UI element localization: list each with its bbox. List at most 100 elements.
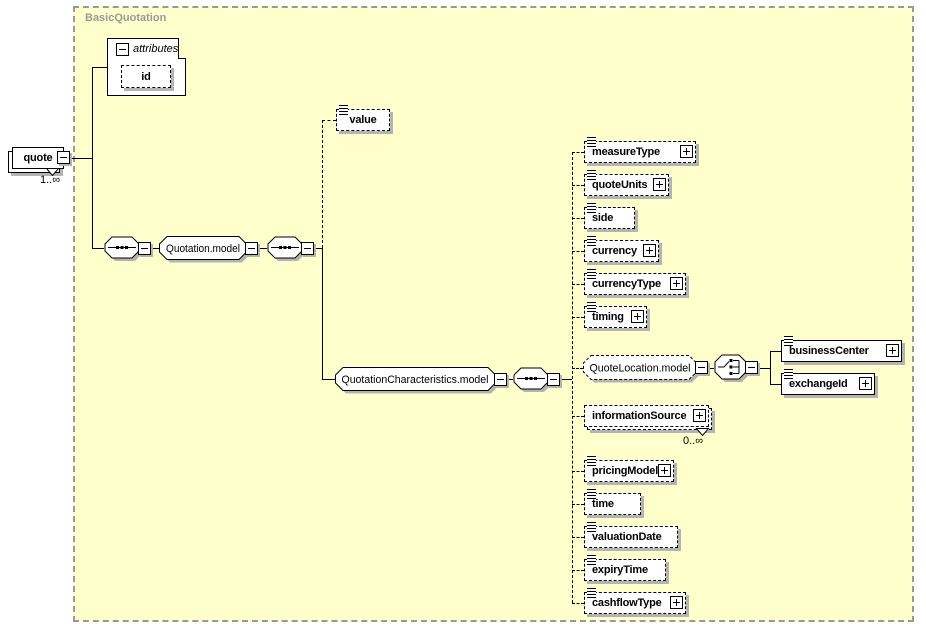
text-content-icon [587,302,596,312]
element-value[interactable]: value [336,105,390,131]
element-quote[interactable]: quote [12,147,64,169]
connector [507,379,513,380]
collapse-toggle-sequence-1[interactable] [138,242,151,255]
element-label: side [592,212,614,224]
model-group-characteristics-label: QuotationCharacteristics.model [342,374,489,386]
element-label: currencyType [592,278,661,290]
connector [572,284,584,285]
element-timing[interactable]: timing [584,302,647,328]
element-time[interactable]: time [584,489,641,515]
collapse-toggle-attributes[interactable] [116,43,129,56]
connector [770,351,771,384]
expand-icon[interactable] [658,464,671,477]
element-valuation-date[interactable]: valuationDate [584,522,678,548]
text-content-icon [587,555,596,565]
collapse-toggle-quotation-model[interactable] [245,242,258,255]
element-label: valuationDate [592,531,662,543]
collapse-toggle-quote[interactable] [57,151,70,164]
element-label: expiryTime [592,564,648,576]
connector [572,218,584,219]
choice-compositor [714,354,749,382]
collapse-toggle-sequence-3[interactable] [547,373,560,386]
element-quote-units[interactable]: quoteUnits [584,170,669,196]
element-label: cashflowType [592,597,662,609]
collapse-toggle-quote-location[interactable] [695,361,708,374]
text-content-icon [587,522,596,532]
element-label: measureType [592,146,660,158]
expand-icon[interactable] [670,596,683,609]
connector [572,185,584,186]
connector [322,248,323,379]
collapse-toggle-sequence-2[interactable] [301,242,314,255]
element-measure-type[interactable]: measureType [584,137,696,163]
connector [572,416,584,417]
element-exchange-id[interactable]: exchangeId [781,369,875,395]
element-cashflow-type[interactable]: cashflowType [584,588,686,614]
element-label: quoteUnits [592,179,648,191]
occurrence-label: 0..∞ [683,435,704,447]
choice-icon [718,359,740,375]
connector [758,368,770,369]
connector [572,152,573,603]
element-information-source[interactable]: informationSource [584,405,709,427]
expand-icon[interactable] [680,145,693,158]
connector [572,368,583,369]
element-currency[interactable]: currency [584,236,659,262]
connector [708,368,714,369]
model-group-quotation[interactable]: Quotation.model [159,236,251,264]
connector [572,603,584,604]
sequence-compositor [267,236,305,261]
element-label: exchangeId [789,378,848,390]
attribute-id[interactable]: id [121,65,171,88]
expand-icon[interactable] [859,377,872,390]
text-content-icon [587,269,596,279]
sequence-compositor [104,236,142,261]
connector [572,251,584,252]
expand-icon[interactable] [670,277,683,290]
model-group-characteristics[interactable]: QuotationCharacteristics.model [335,367,500,395]
element-currency-type[interactable]: currencyType [584,269,686,295]
connector [92,67,107,68]
connector [70,158,92,159]
element-quote-label: quote [23,152,53,164]
sequence-compositor [513,367,551,392]
connector [572,317,584,318]
basic-quotation-frame [73,6,914,622]
text-content-icon [784,369,793,379]
expand-icon[interactable] [653,178,666,191]
expand-icon[interactable] [643,244,656,257]
attribute-id-label: id [141,70,151,83]
expand-icon[interactable] [631,310,644,323]
multi-occurrence-triangle-icon [45,168,60,177]
element-label: currency [592,245,637,257]
model-group-quote-location[interactable]: QuoteLocation.model [583,355,701,384]
expand-icon[interactable] [693,409,706,422]
text-content-icon [587,170,596,180]
element-label: timing [592,311,624,323]
expand-icon[interactable] [886,344,899,357]
connector [770,384,781,385]
connector [322,379,335,380]
collapse-toggle-choice[interactable] [745,361,758,374]
connector [770,351,781,352]
element-pricing-model[interactable]: pricingModel [584,456,674,482]
element-business-center[interactable]: businessCenter [781,336,902,362]
connector [572,504,584,505]
connector [322,120,323,248]
collapse-toggle-characteristics-model[interactable] [494,373,507,386]
element-expiry-time[interactable]: expiryTime [584,555,666,581]
occurrence-label: 1..∞ [40,174,61,186]
connector [92,67,93,248]
element-label: time [592,498,614,510]
element-label: businessCenter [789,345,869,357]
text-content-icon [339,105,348,115]
text-content-icon [587,588,596,598]
connector [572,471,584,472]
text-content-icon [784,336,793,346]
connector [322,120,336,121]
element-side[interactable]: side [584,203,635,229]
multi-occurrence-triangle-icon [695,428,710,437]
text-content-icon [587,137,596,147]
connector [560,379,572,380]
